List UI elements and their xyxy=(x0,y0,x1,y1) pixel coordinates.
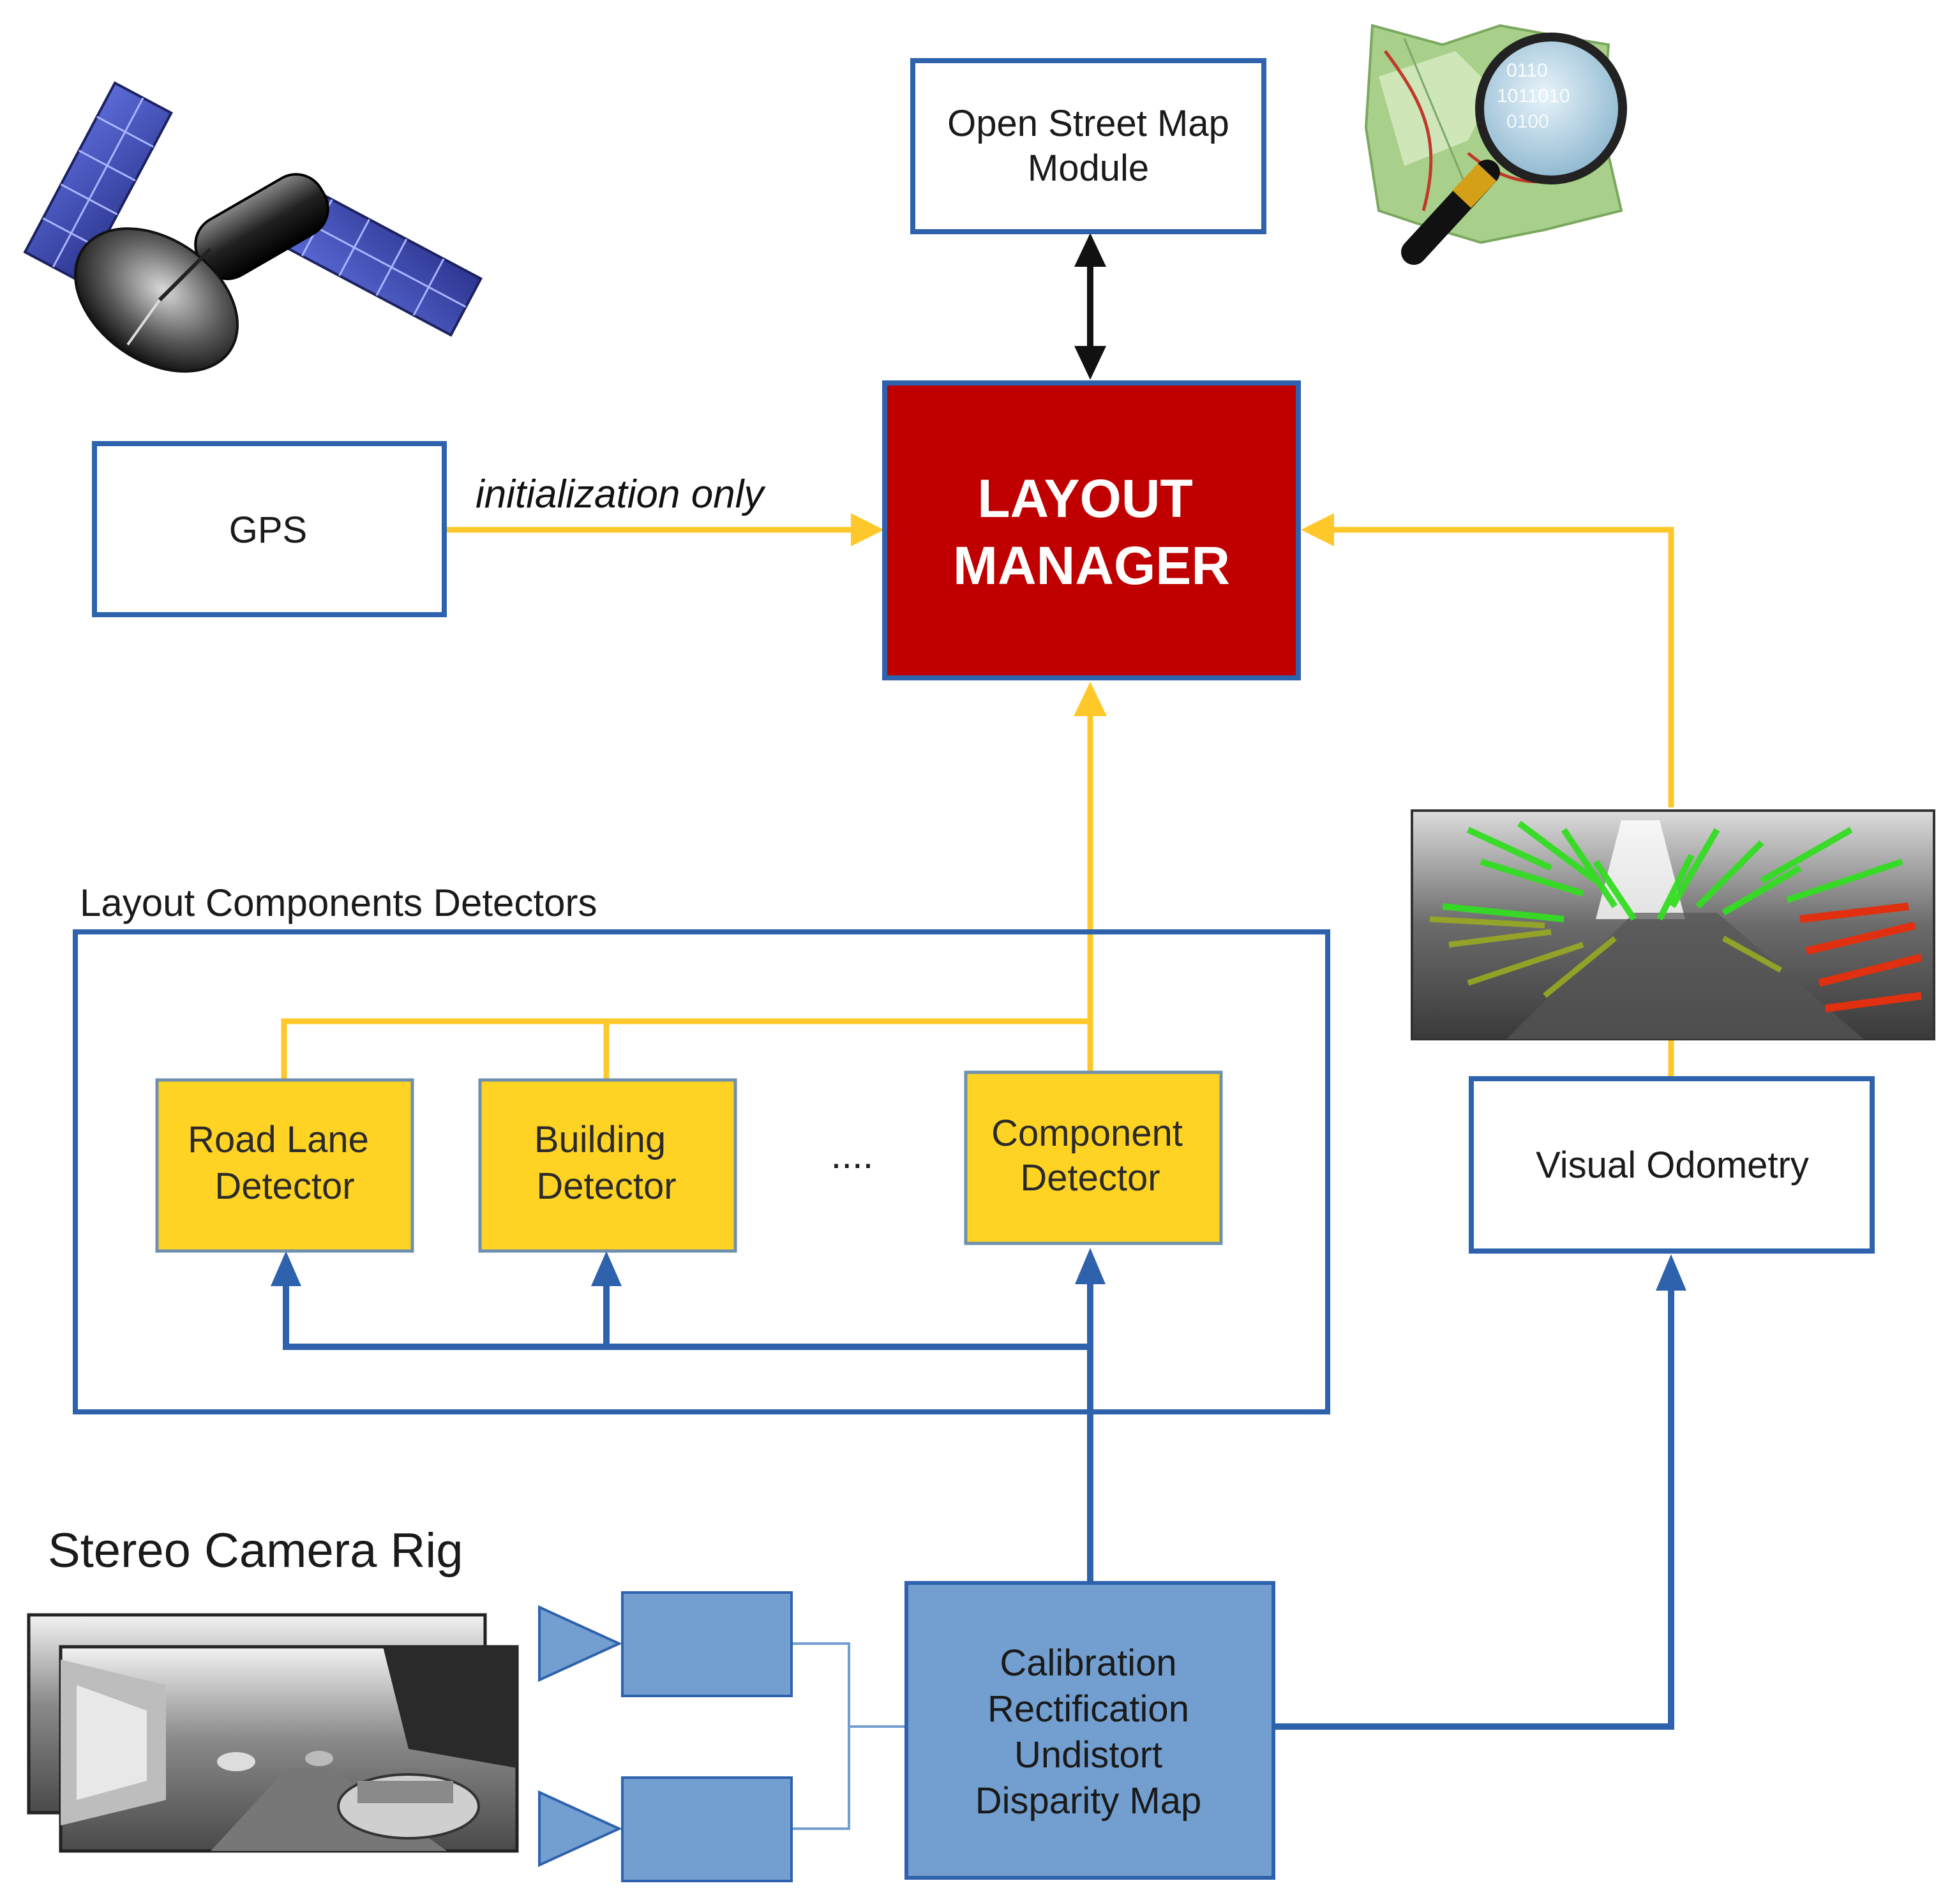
gps-arrow-label: initialization only xyxy=(476,472,766,516)
calibration-box: Calibration Rectification Undistort Disp… xyxy=(904,1581,1275,1880)
detectors-section-title: Layout Components Detectors xyxy=(80,881,597,924)
calibration-to-detectors-arrows xyxy=(271,1248,1106,1583)
osm-module-label-line1: Open Street Map xyxy=(947,103,1229,144)
svg-text:0100: 0100 xyxy=(1506,111,1549,132)
calibration-label-line1: Calibration xyxy=(1000,1642,1176,1684)
detectors-group-box xyxy=(73,929,1330,1414)
detectors-to-manager-arrow xyxy=(281,682,1107,1082)
building-detector-box: Building Detector xyxy=(478,1078,737,1253)
svg-text:0110: 0110 xyxy=(1506,60,1548,81)
satellite-icon xyxy=(23,81,483,373)
component-detector-label-line2: Detector xyxy=(1020,1157,1160,1199)
layout-manager-label-line2: MANAGER xyxy=(953,536,1230,596)
stereo-rig-title: Stereo Camera Rig xyxy=(48,1524,463,1578)
calibration-label-line2: Rectification xyxy=(987,1688,1189,1730)
road-lane-detector-label-line2: Detector xyxy=(214,1166,354,1207)
osm-module-box: Open Street Map Module xyxy=(910,58,1266,234)
layout-manager-label-line1: LAYOUT xyxy=(977,469,1193,528)
more-detectors-ellipsis: .... xyxy=(831,1134,874,1176)
optical-flow-image xyxy=(1411,809,1935,1040)
svg-text:1011010: 1011010 xyxy=(1497,86,1570,107)
stereo-camera-images xyxy=(27,1613,519,1853)
building-detector-label-line1: Building xyxy=(534,1119,666,1160)
visual-odometry-box: Visual Odometry xyxy=(1469,1076,1875,1254)
osm-manager-bidirectional-arrow xyxy=(1074,233,1106,380)
camera-top xyxy=(538,1591,793,1697)
road-lane-detector-label-line1: Road Lane xyxy=(188,1119,369,1160)
cameras-to-calibration-lines xyxy=(791,1642,906,1830)
osm-module-label-line2: Module xyxy=(1028,147,1149,189)
calibration-to-odometry-arrow xyxy=(1273,1254,1686,1730)
odometry-to-manager-arrow xyxy=(1301,513,1674,807)
road-lane-detector-box: Road Lane Detector xyxy=(155,1078,414,1253)
layout-manager-box: LAYOUT MANAGER xyxy=(882,380,1301,680)
gps-label: GPS xyxy=(229,509,308,551)
component-detector-label-line1: Component xyxy=(991,1113,1183,1154)
gps-to-manager-arrow xyxy=(447,513,884,546)
gps-box: GPS xyxy=(92,441,447,617)
building-detector-label-line2: Detector xyxy=(536,1166,676,1207)
openstreetmap-logo-icon: 0110 1011010 0100 xyxy=(1364,24,1627,265)
visual-odometry-label: Visual Odometry xyxy=(1536,1144,1809,1186)
camera-bottom xyxy=(538,1776,793,1882)
calibration-label-line4: Disparity Map xyxy=(975,1780,1202,1822)
component-detector-box: Component Detector xyxy=(964,1070,1223,1245)
calibration-label-line3: Undistort xyxy=(1014,1734,1162,1776)
